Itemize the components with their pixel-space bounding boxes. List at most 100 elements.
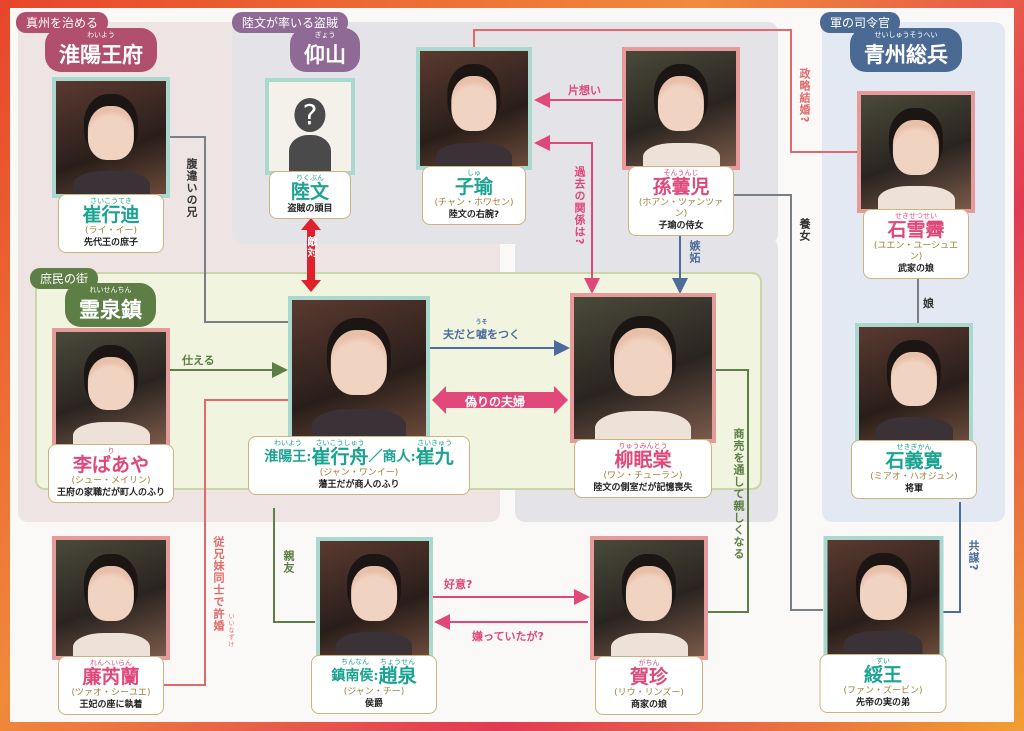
label-fake-couple: 偽りの夫婦 <box>465 395 526 409</box>
character-name: せきせつせい石雪霽 <box>868 212 964 241</box>
label-serves: 仕える <box>182 354 215 367</box>
body-silhouette <box>312 408 406 436</box>
head-silhouette <box>614 328 672 397</box>
character-name: そんうんじ孫蕓児 <box>633 169 729 198</box>
name-text: 鎮南侯: <box>331 668 379 684</box>
body-silhouette <box>288 135 332 171</box>
arrow-fake-couple <box>432 386 568 414</box>
character-photo <box>416 47 532 170</box>
character-photo <box>52 536 170 660</box>
label-best-friend: 親友 <box>282 550 295 574</box>
character-role: 将軍 <box>904 484 923 494</box>
character-card-ga-chin: がちん賀珍(リウ・リンズー)商家の娘 <box>590 536 708 715</box>
line-adopted <box>733 194 823 611</box>
character-card-son-unji: そんうんじ孫蕓児(ホアン・ツァンツァン)子瑜の侍女 <box>622 47 740 236</box>
character-photo <box>288 296 430 440</box>
name-text: 趙泉 <box>378 665 417 687</box>
character-name: りくぶん陸文 <box>274 174 346 203</box>
actor-name: (ジャン・チー) <box>343 687 405 697</box>
group-tag-waiyang: 真州を治める <box>16 12 109 33</box>
character-role: 陸文の側室だが記憶喪失 <box>593 483 693 493</box>
name-text: ／ <box>368 449 383 465</box>
head-silhouette <box>351 566 397 621</box>
name-text: 陸文 <box>290 181 329 203</box>
label-one-sided-love: 片想い <box>568 84 601 97</box>
label-business: 商売を通して親しくなる <box>732 428 745 560</box>
head-silhouette <box>87 356 135 411</box>
body-silhouette <box>72 171 150 194</box>
line-political-marriage <box>473 29 857 153</box>
actor-name: (ユエン・ユーシュエン) <box>873 241 959 262</box>
name-box: り李ばあや(シュー・メイリン)王府の家職だが町人のふり <box>48 444 174 503</box>
name-box: りくぶん陸文盗賊の頭目 <box>269 171 351 219</box>
name-box: わいよう淮陽王:さいこうしゅう崔行舟／商人:さいきゅう崔九(ジャン・ワンイー)藩… <box>248 436 470 495</box>
character-name: すい綏王 <box>825 657 942 686</box>
character-card-sui-ou: すい綏王(ファン・ズービン)先帝の実の弟 <box>819 536 947 713</box>
name-ruby: さいきゅう <box>417 439 453 447</box>
character-name: しゅ子瑜 <box>427 169 521 198</box>
name-ruby: せきせつせい <box>894 212 937 220</box>
character-name: り李ばあや <box>53 447 169 476</box>
name-text: 孫蕓児 <box>652 176 710 198</box>
name-box: そんうんじ孫蕓児(ホアン・ツァンツァン)子瑜の侍女 <box>628 166 734 236</box>
label-cousins: 従兄妹同士で許婚 <box>212 536 225 632</box>
head-silhouette: ? <box>294 98 326 132</box>
body-silhouette <box>642 143 720 166</box>
name-text: 淮陽王: <box>264 449 312 465</box>
head-silhouette <box>890 351 938 407</box>
character-name: れんへいらん廉芮蘭 <box>63 659 159 688</box>
head-silhouette <box>625 565 673 622</box>
label-disliked: 嫌っていたが? <box>472 630 544 643</box>
name-ruby: わいよう <box>273 439 302 447</box>
group-tag-gyozan: 陸文が率いる盗賊 <box>232 12 349 33</box>
name-box: りゅうみんとう柳眠棠(ワン・チューラン)陸文の側室だが記憶喪失 <box>574 439 712 498</box>
name-ruby: ちょうせん <box>380 658 416 666</box>
character-card-ri-baaya: り李ばあや(シュー・メイリン)王府の家職だが町人のふり <box>48 328 174 503</box>
character-photo <box>590 536 708 660</box>
character-role: 藩王だが商人のふり <box>318 480 400 490</box>
body-silhouette <box>843 631 923 654</box>
name-ruby: ちんなん <box>340 658 369 666</box>
actor-name: (ライ・イー) <box>84 226 138 236</box>
head-silhouette <box>87 565 135 622</box>
name-ruby: さいこうてき <box>90 197 132 205</box>
character-card-ren-beiran: れんへいらん廉芮蘭(ツァオ・シーユエ)王妃の座に執着 <box>52 536 170 715</box>
name-ruby: そんうんじ <box>663 169 699 177</box>
name-ruby: さいこうしゅう <box>315 439 365 447</box>
character-name: さいこうてき崔行迪 <box>63 197 159 226</box>
group-tag-seishu: 軍の司令官 <box>820 12 901 33</box>
name-ruby: りくぶん <box>295 174 324 182</box>
head-silhouette <box>451 76 497 132</box>
name-box: せきせつせい石雪霽(ユエン・ユーシュエン)武家の娘 <box>863 209 969 279</box>
name-text: 商人: <box>382 449 416 465</box>
name-ruby: り <box>107 447 115 455</box>
character-name: わいよう淮陽王:さいこうしゅう崔行舟／商人:さいきゅう崔九 <box>253 439 465 468</box>
label-enemy: 敵対 <box>305 236 316 258</box>
label-political-marriage: 政略結婚? <box>798 68 811 124</box>
character-photo <box>622 47 740 170</box>
name-box: すい綏王(ファン・ズービン)先帝の実の弟 <box>819 654 947 713</box>
name-box: しゅ子瑜(チャン・ホワセン)陸文の右腕? <box>422 166 526 225</box>
name-text: 綏王 <box>863 664 902 686</box>
group-title-seishu: せいしゅうそうへい青州総兵 <box>850 28 962 72</box>
character-card-shuyu: しゅ子瑜(チャン・ホワセン)陸文の右腕? <box>416 47 532 225</box>
name-text: 崔行迪 <box>82 204 140 226</box>
name-ruby: しゅ <box>466 169 481 177</box>
actor-name: (ホアン・ツァンツァン) <box>638 198 724 219</box>
character-role: 侯爵 <box>364 699 383 709</box>
head-silhouette <box>87 105 135 161</box>
character-card-seki-gikan: せきぎかん石義寛(ミアオ・ハオジュン)将軍 <box>851 323 977 499</box>
character-card-sai-kouteki: さいこうてき崔行迪(ライ・イー)先代王の庶子 <box>52 77 170 253</box>
actor-name: (ツァオ・シーユエ) <box>71 688 151 698</box>
label-lies: うそ夫だと嘘をつく <box>443 319 520 342</box>
character-card-chou-sen: ちんなん鎮南侯:ちょうせん趙泉(ジャン・チー) 侯爵 <box>311 537 437 714</box>
name-text: 廉芮蘭 <box>82 666 140 688</box>
character-role: 盗賊の頭目 <box>287 204 333 214</box>
actor-name: (チャン・ホワセン) <box>434 198 514 208</box>
label-adopted: 養女 <box>798 218 811 242</box>
body-silhouette <box>877 186 955 209</box>
character-role: 先帝の実の弟 <box>855 698 910 708</box>
actor-name: (ジャン・ワンイー) <box>319 468 399 478</box>
name-box: せきぎかん石義寛(ミアオ・ハオジュン)将軍 <box>851 440 977 499</box>
body-silhouette <box>875 417 953 440</box>
